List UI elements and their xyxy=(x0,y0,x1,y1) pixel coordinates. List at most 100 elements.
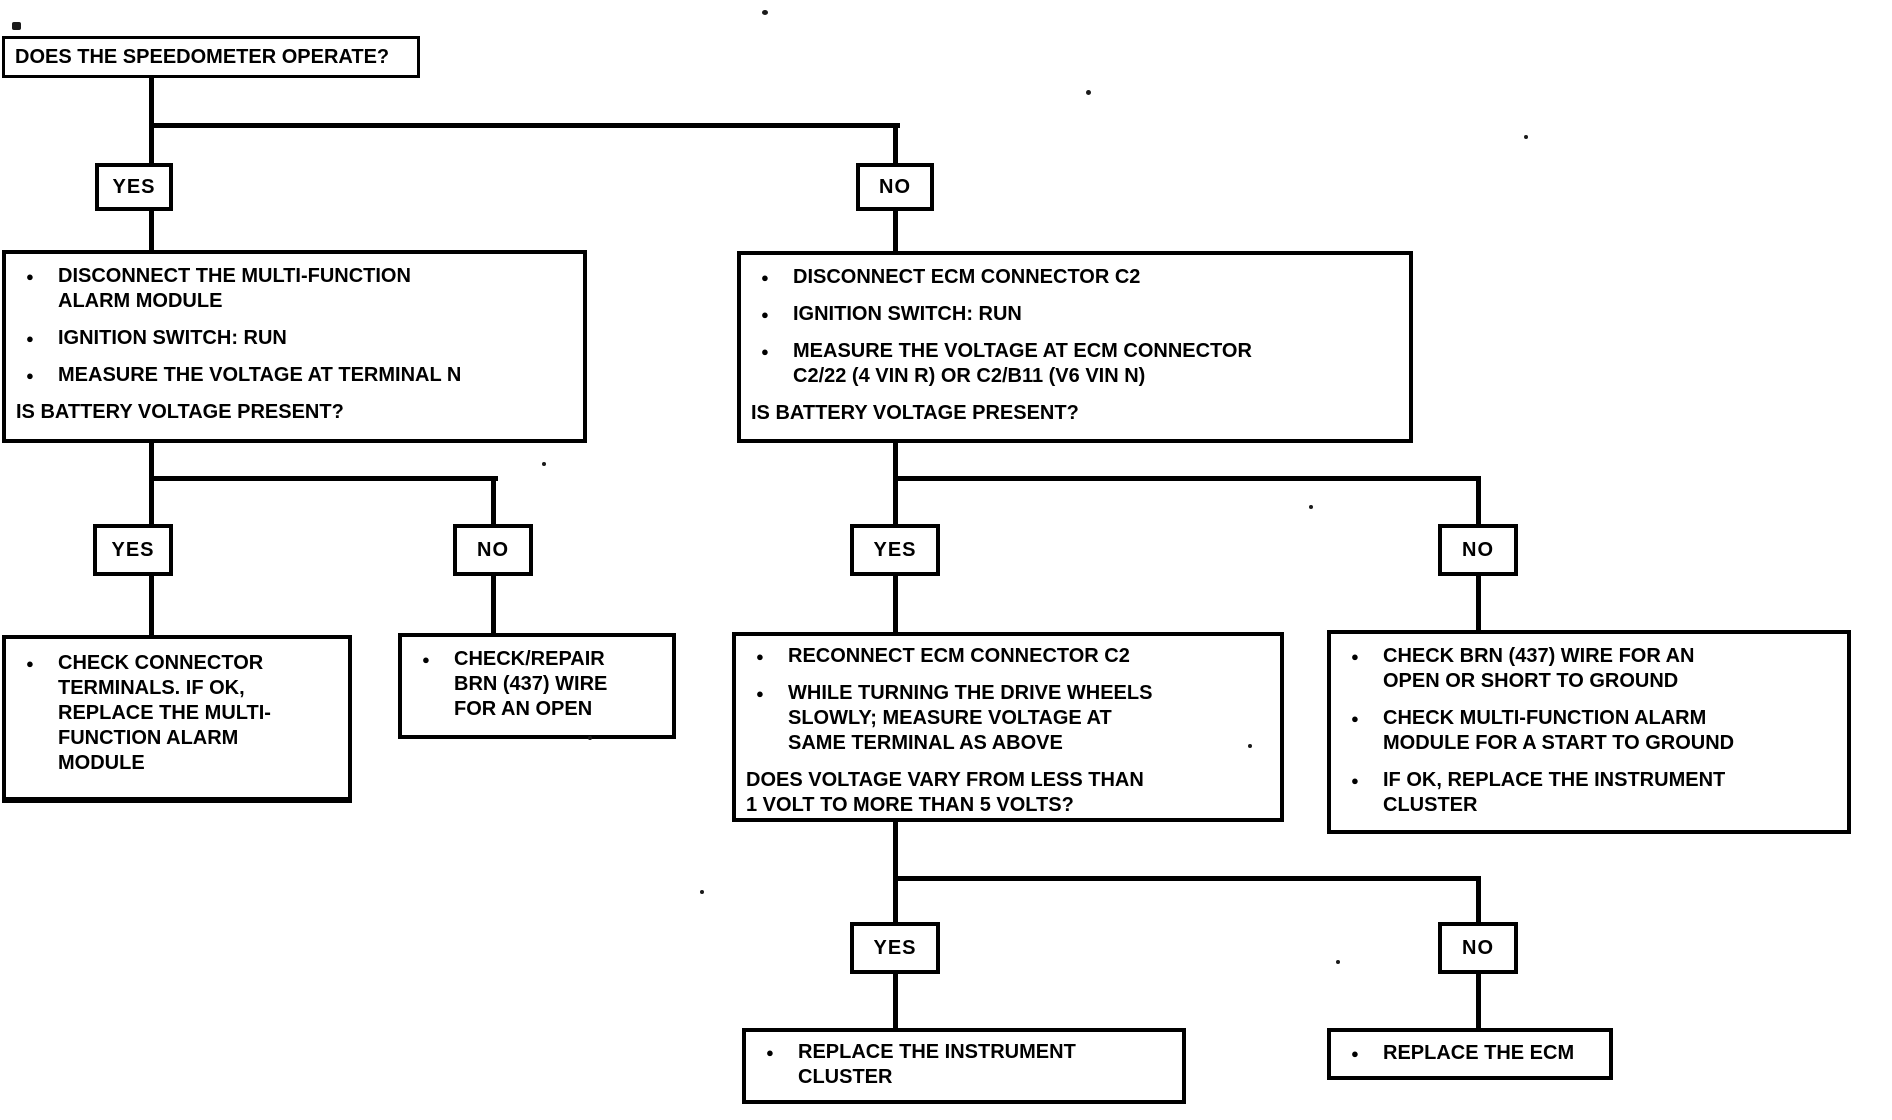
bullet-item: ● DISCONNECT THE MULTI-FUNCTION ALARM MO… xyxy=(10,264,575,314)
no-box-level1: NO xyxy=(856,163,934,211)
node-speedo-no-check: ● DISCONNECT ECM CONNECTOR C2 ● IGNITION… xyxy=(737,251,1413,443)
question-text: DOES VOLTAGE VARY FROM LESS THAN 1 VOLT … xyxy=(746,769,1144,816)
scan-artifact xyxy=(1524,135,1528,139)
bullet-item: ● WHILE TURNING THE DRIVE WHEELS SLOWLY;… xyxy=(740,681,1272,756)
bullet-icon: ● xyxy=(1351,1046,1359,1061)
bullet-text: RECONNECT ECM CONNECTOR C2 xyxy=(788,645,1130,667)
bullet-text: CHECK/REPAIR BRN (437) WIRE FOR AN OPEN xyxy=(454,648,608,720)
connector-line xyxy=(893,576,898,632)
connector-line xyxy=(893,974,898,1028)
bullet-icon: ● xyxy=(26,368,34,383)
bullet-text: DISCONNECT THE MULTI-FUNCTION ALARM MODU… xyxy=(58,265,411,312)
bullet-text: DISCONNECT ECM CONNECTOR C2 xyxy=(793,266,1141,288)
bullet-icon: ● xyxy=(26,656,34,671)
connector-line xyxy=(491,576,496,633)
connector-line xyxy=(149,211,154,250)
connector-line xyxy=(149,576,154,635)
connector-line xyxy=(149,123,900,128)
bullet-icon: ● xyxy=(422,652,430,667)
scan-artifact xyxy=(1086,90,1091,95)
bullet-text: MEASURE THE VOLTAGE AT TERMINAL N xyxy=(58,364,462,386)
bullet-item: ● DISCONNECT ECM CONNECTOR C2 xyxy=(745,265,1401,290)
bullet-icon: ● xyxy=(26,331,34,346)
scan-artifact xyxy=(588,736,592,740)
bullet-item: ● RECONNECT ECM CONNECTOR C2 xyxy=(740,644,1272,669)
no-box-voltage-vary: NO xyxy=(1438,922,1518,974)
bullet-item: ● CHECK BRN (437) WIRE FOR AN OPEN OR SH… xyxy=(1335,644,1839,694)
node-speedo-yes-check: ● DISCONNECT THE MULTI-FUNCTION ALARM MO… xyxy=(2,250,587,443)
scan-artifact xyxy=(12,22,21,30)
node-result-check-brn-wire-ground: ● CHECK BRN (437) WIRE FOR AN OPEN OR SH… xyxy=(1327,630,1851,834)
question-text: IS BATTERY VOLTAGE PRESENT? xyxy=(751,402,1079,424)
bullet-icon: ● xyxy=(26,269,34,284)
scan-artifact xyxy=(542,462,546,466)
bullet-item: ● CHECK/REPAIR BRN (437) WIRE FOR AN OPE… xyxy=(406,647,664,722)
connector-line xyxy=(1476,576,1481,630)
node-result-replace-instrument-cluster: ● REPLACE THE INSTRUMENT CLUSTER xyxy=(742,1028,1186,1104)
node-result-replace-ecm: ● REPLACE THE ECM xyxy=(1327,1028,1613,1080)
connector-line xyxy=(1476,876,1481,922)
yes-label: YES xyxy=(112,175,156,198)
scan-artifact xyxy=(1248,744,1252,748)
connector-line xyxy=(893,443,898,524)
bullet-text: CHECK CONNECTOR TERMINALS. IF OK, REPLAC… xyxy=(58,652,271,774)
connector-line xyxy=(893,476,1481,481)
connector-line xyxy=(149,78,154,163)
node-voltage-vary-check: ● RECONNECT ECM CONNECTOR C2 ● WHILE TUR… xyxy=(732,632,1284,822)
bullet-icon: ● xyxy=(756,649,764,664)
bullet-icon: ● xyxy=(766,1045,774,1060)
bullet-text: IGNITION SWITCH: RUN xyxy=(58,327,287,349)
bullet-item: ● IGNITION SWITCH: RUN xyxy=(745,302,1401,327)
bullet-icon: ● xyxy=(1351,649,1359,664)
bullet-item: ● CHECK MULTI-FUNCTION ALARM MODULE FOR … xyxy=(1335,706,1839,756)
bullet-item: ● IF OK, REPLACE THE INSTRUMENT CLUSTER xyxy=(1335,768,1839,818)
bullet-icon: ● xyxy=(761,344,769,359)
yes-box-battery-right: YES xyxy=(850,524,940,576)
no-box-battery-left: NO xyxy=(453,524,533,576)
no-label: NO xyxy=(879,175,911,198)
node-result-check-repair-brn-wire: ● CHECK/REPAIR BRN (437) WIRE FOR AN OPE… xyxy=(398,633,676,739)
bullet-icon: ● xyxy=(756,686,764,701)
scan-artifact xyxy=(700,890,704,894)
connector-line xyxy=(149,476,498,481)
connector-line xyxy=(149,443,154,524)
node-result-replace-alarm-module: ● CHECK CONNECTOR TERMINALS. IF OK, REPL… xyxy=(2,635,352,803)
connector-line xyxy=(893,123,898,163)
bullet-text: MEASURE THE VOLTAGE AT ECM CONNECTOR C2/… xyxy=(793,340,1252,387)
root-question-text: DOES THE SPEEDOMETER OPERATE? xyxy=(15,45,390,68)
bullet-item: ● MEASURE THE VOLTAGE AT ECM CONNECTOR C… xyxy=(745,339,1401,389)
node-root-question: DOES THE SPEEDOMETER OPERATE? xyxy=(2,36,420,78)
bullet-icon: ● xyxy=(761,270,769,285)
bullet-item: ● MEASURE THE VOLTAGE AT TERMINAL N xyxy=(10,363,575,388)
connector-line xyxy=(491,476,496,524)
no-box-battery-right: NO xyxy=(1438,524,1518,576)
bullet-icon: ● xyxy=(1351,711,1359,726)
connector-line xyxy=(893,876,1481,881)
bullet-text: CHECK MULTI-FUNCTION ALARM MODULE FOR A … xyxy=(1383,707,1735,754)
bullet-text: WHILE TURNING THE DRIVE WHEELS SLOWLY; M… xyxy=(788,682,1153,754)
yes-box-voltage-vary: YES xyxy=(850,922,940,974)
scan-artifact xyxy=(1309,505,1313,509)
no-label: NO xyxy=(1462,936,1494,959)
no-label: NO xyxy=(1462,538,1494,561)
scan-artifact xyxy=(1336,960,1340,964)
bullet-text: CHECK BRN (437) WIRE FOR AN OPEN OR SHOR… xyxy=(1383,645,1695,692)
yes-label: YES xyxy=(873,936,917,959)
no-label: NO xyxy=(477,538,509,561)
bullet-item: ● IGNITION SWITCH: RUN xyxy=(10,326,575,351)
bullet-text: REPLACE THE INSTRUMENT CLUSTER xyxy=(798,1041,1076,1088)
bullet-text: IGNITION SWITCH: RUN xyxy=(793,303,1022,325)
question-text: IS BATTERY VOLTAGE PRESENT? xyxy=(16,401,344,423)
bullet-text: REPLACE THE ECM xyxy=(1383,1042,1575,1064)
yes-label: YES xyxy=(111,538,155,561)
bullet-item: ● CHECK CONNECTOR TERMINALS. IF OK, REPL… xyxy=(10,651,340,776)
connector-line xyxy=(1476,476,1481,524)
bullet-icon: ● xyxy=(1351,773,1359,788)
bullet-item: ● REPLACE THE INSTRUMENT CLUSTER xyxy=(750,1040,1174,1090)
yes-box-battery-left: YES xyxy=(93,524,173,576)
yes-label: YES xyxy=(873,538,917,561)
connector-line xyxy=(893,822,898,922)
connector-line xyxy=(1476,974,1481,1028)
bullet-item: ● REPLACE THE ECM xyxy=(1335,1041,1601,1066)
